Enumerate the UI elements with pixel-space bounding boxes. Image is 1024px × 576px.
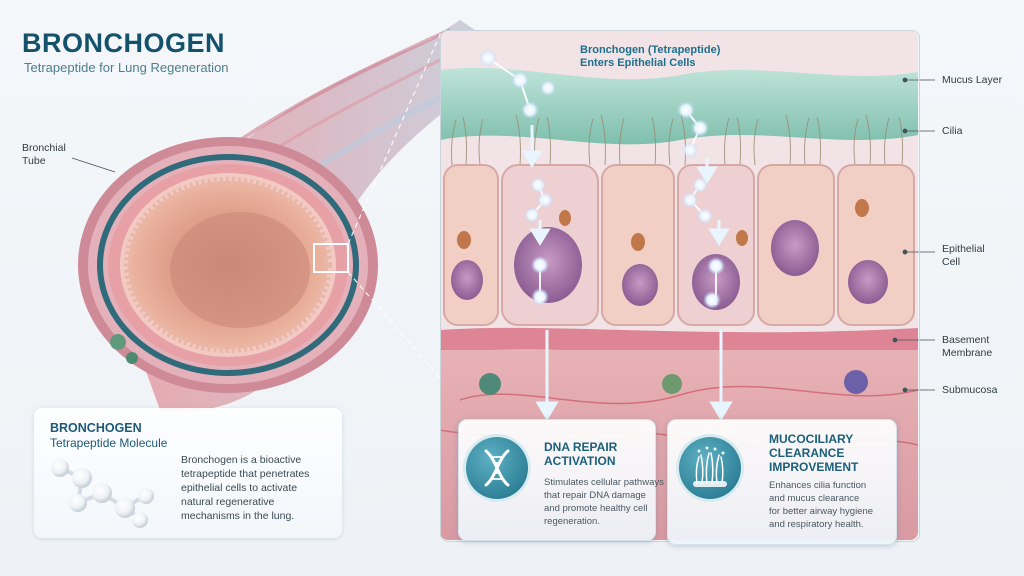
mucociliary-title-line3: IMPROVEMENT [769, 460, 859, 474]
mucociliary-title-line1: MUCOCILIARY [769, 432, 854, 446]
mucociliary-card-description: Enhances cilia function and mucus cleara… [769, 479, 873, 531]
dna-card-title-line1: DNA REPAIR [544, 440, 618, 454]
molecule-icon [51, 459, 154, 528]
zoom-box [313, 243, 349, 273]
mucociliary-card-title: MUCOCILIARY CLEARANCE IMPROVEMENT [769, 432, 858, 474]
label-basement-membrane: Basement Membrane [942, 334, 992, 360]
mucociliary-desc-line: and respiratory health. [769, 519, 864, 530]
label-epithelial-cell: Epithelial Cell [942, 243, 985, 269]
inset-title: Bronchogen (Tetrapeptide) Enters Epithel… [580, 44, 720, 70]
molecule-card-description: Bronchogen is a bioactive tetrapeptide t… [181, 454, 310, 522]
label-mucus-layer: Mucus Layer [942, 74, 1003, 86]
label-basement-line2: Membrane [942, 347, 993, 359]
page-subtitle: Tetrapeptide for Lung Regeneration [24, 60, 229, 75]
mucociliary-title-line2: CLEARANCE [769, 446, 845, 460]
inset-title-line1: Bronchogen (Tetrapeptide) [580, 44, 721, 56]
label-submucosa: Submucosa [942, 384, 998, 396]
dna-desc-line: that repair DNA damage [544, 490, 646, 501]
label-cilia: Cilia [942, 125, 963, 137]
molecule-card-subtitle: Tetrapeptide Molecule [50, 436, 168, 450]
page-title: BRONCHOGEN [22, 28, 226, 58]
bronchial-tube [78, 20, 520, 412]
dna-card-title-line2: ACTIVATION [544, 454, 616, 468]
label-epithelial-line1: Epithelial [942, 243, 985, 255]
mucociliary-desc-line: for better airway hygiene [769, 506, 874, 517]
bronchial-tube-label-line2: Tube [22, 155, 46, 167]
molecule-card-title: BRONCHOGEN [50, 421, 142, 435]
dna-card-description: Stimulates cellular pathways that repair… [544, 476, 664, 528]
dna-desc-line: and promote healthy cell [544, 503, 648, 514]
dna-desc-line: Stimulates cellular pathways [544, 477, 664, 488]
mucociliary-desc-line: Enhances cilia function [769, 480, 867, 491]
mucociliary-desc-line: and mucus clearance [769, 493, 860, 504]
label-basement-line1: Basement [942, 334, 990, 346]
bronchial-tube-label: Bronchial Tube [22, 142, 66, 168]
dna-icon [466, 437, 528, 499]
cilia-icon [679, 437, 741, 499]
dna-card-title: DNA REPAIR ACTIVATION [544, 440, 617, 468]
inset-title-line2: Enters Epithelial Cells [580, 57, 696, 69]
label-epithelial-line2: Cell [942, 256, 961, 268]
bronchial-tube-label-line1: Bronchial [22, 142, 66, 154]
dna-desc-line: regeneration. [544, 516, 600, 527]
